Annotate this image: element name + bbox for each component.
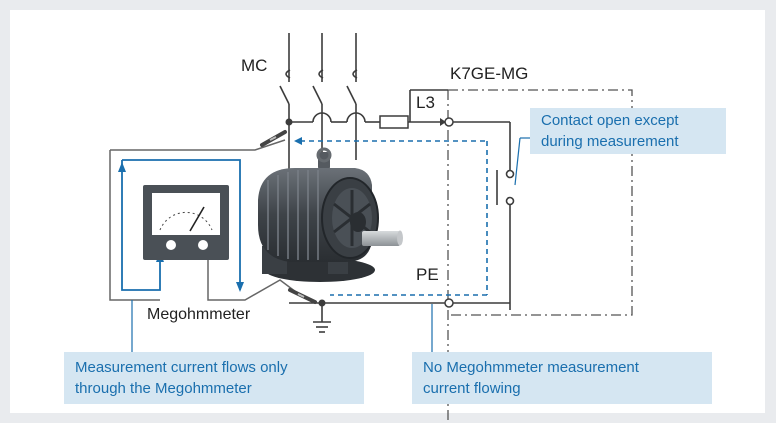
callout-right: No Megohmmeter measurement current flowi… <box>412 352 712 404</box>
test-probe-bottom <box>288 288 317 304</box>
callout-right-line1: No Megohmmeter measurement <box>423 359 639 376</box>
node-dot-top <box>285 118 293 126</box>
pe-terminal <box>444 298 454 308</box>
megohmmeter-leads <box>109 139 301 301</box>
l3-terminal <box>444 117 454 127</box>
lead-arrow-up <box>118 162 126 172</box>
callout-contact: Contact open except during measurement <box>530 108 726 154</box>
motor-image <box>258 147 403 282</box>
callout-contact-line1: Contact open except <box>541 112 679 129</box>
measurement-arrow <box>294 137 302 145</box>
k7ge-mg-label: K7GE-MG <box>450 64 529 83</box>
pe-label: PE <box>416 265 439 284</box>
ground-symbol <box>313 321 331 333</box>
mc-label: MC <box>241 56 268 75</box>
megohmmeter-label: Megohmmeter <box>147 306 251 323</box>
node-dot-bottom <box>318 299 326 307</box>
diagram-panel <box>10 10 765 413</box>
contact-switch <box>496 169 515 206</box>
megohmmeter-icon <box>143 185 229 260</box>
l3-label: L3 <box>416 93 435 112</box>
callout-left-line2: through the Megohmmeter <box>75 380 252 397</box>
callout-contact-line2: during measurement <box>541 133 679 150</box>
resistor-symbol <box>379 115 409 129</box>
callout-right-line2: current flowing <box>423 380 521 397</box>
test-probe-top <box>260 130 287 147</box>
callout-left: Measurement current flows only through t… <box>64 352 364 404</box>
measurement-current-path <box>300 140 488 296</box>
l3-line <box>289 89 511 322</box>
k7ge-mg-enclosure <box>448 89 633 316</box>
l3-arrow <box>440 118 446 126</box>
mc-contactor <box>279 33 358 175</box>
lead-arrow-down <box>236 282 244 292</box>
callout-left-line1: Measurement current flows only <box>75 359 288 376</box>
